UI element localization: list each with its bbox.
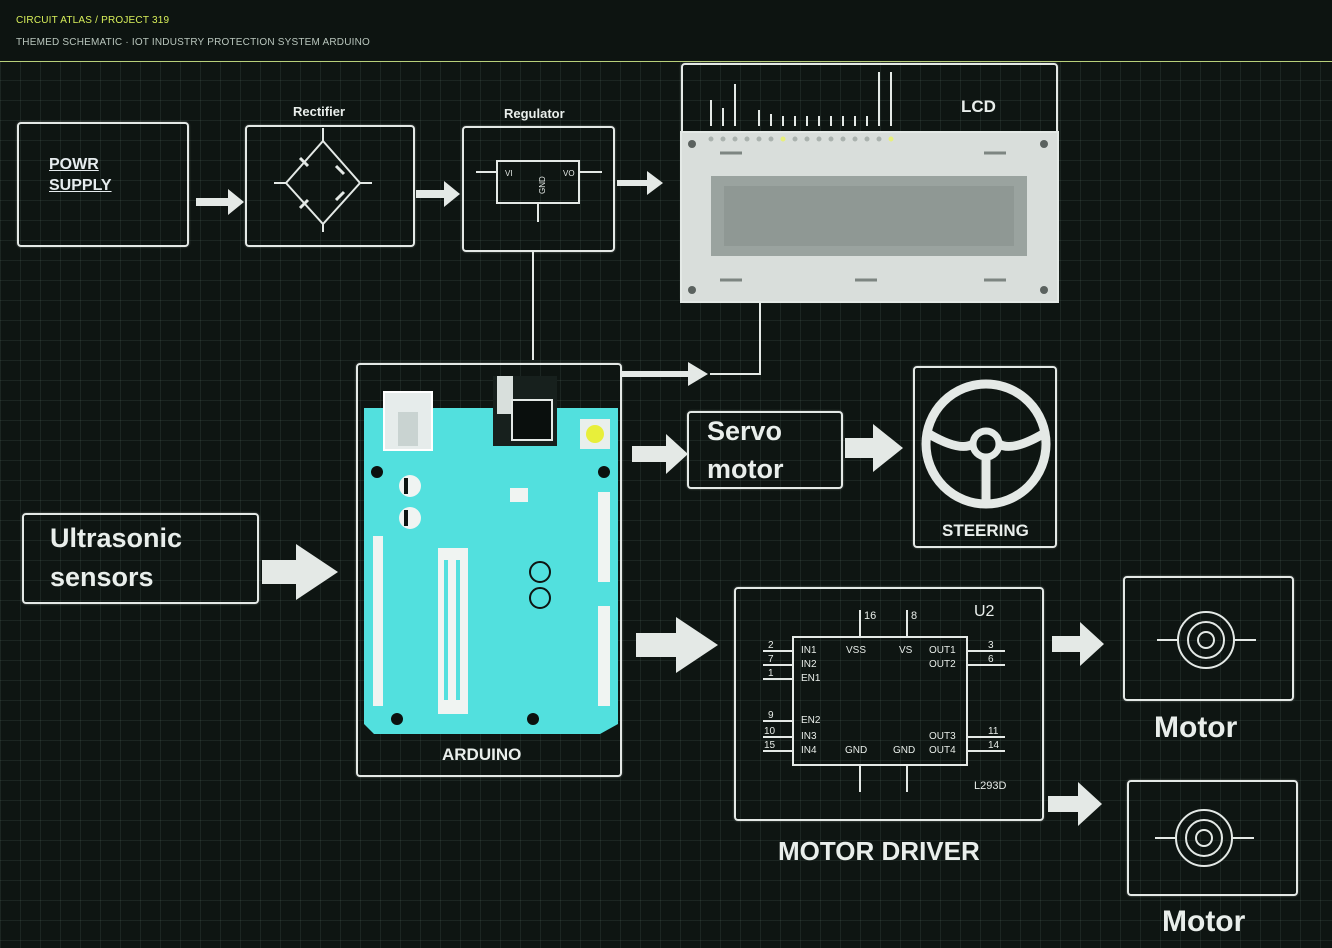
regulator-ic-icon — [476, 160, 602, 222]
ic-right-label-out4: OUT4 — [929, 745, 956, 756]
motor-driver-label: MOTOR DRIVER — [778, 836, 980, 866]
arrow-ultrasonic-to-arduino — [262, 544, 338, 600]
motor-driver-block[interactable] — [734, 587, 1044, 821]
ic-left-num-1: 1 — [768, 668, 774, 679]
breadcrumb[interactable]: CIRCUIT ATLAS / PROJECT 319 — [16, 15, 170, 26]
steering-block[interactable] — [913, 366, 1057, 548]
regulator-block[interactable] — [462, 126, 615, 252]
arduino-block[interactable] — [356, 363, 622, 777]
arduino-label: ARDUINO — [442, 745, 522, 764]
arrow-rectifier-to-regulator — [416, 181, 460, 207]
ic-left-num-9: 9 — [768, 710, 774, 721]
svg-text:VI: VI — [505, 169, 513, 178]
ic-left-num-2: 2 — [768, 640, 774, 651]
steering-label: STEERING — [942, 521, 1029, 540]
ic-left-label-in3: IN3 — [801, 731, 817, 742]
motor-1-label: Motor — [1154, 711, 1238, 744]
motor-2-label: Motor — [1162, 905, 1246, 938]
ic-part: L293D — [974, 780, 1007, 792]
arrow-psu-to-rectifier — [196, 189, 244, 215]
ic-inner-gnd-1: GND — [845, 745, 868, 756]
ic-left-label-en2: EN2 — [801, 715, 821, 726]
ic-right-num-11: 11 — [988, 726, 999, 737]
ic-left-label-en1: EN1 — [801, 673, 821, 684]
arduino-board-icon — [364, 376, 618, 734]
arrow-driver-to-motor1 — [1052, 622, 1104, 666]
ic-right-label-out2: OUT2 — [929, 659, 956, 670]
arrow-arduino-to-driver — [636, 617, 718, 673]
ic-right-num-3: 3 — [988, 640, 994, 651]
lcd-to-arduino-wire — [710, 302, 761, 375]
page-subtitle: THEMED SCHEMATIC · IOT INDUSTRY PROTECTI… — [16, 37, 371, 48]
ultrasonic-sensors-block[interactable] — [22, 513, 259, 604]
ic-right-num-6: 6 — [988, 654, 994, 665]
ic-right-label-out3: OUT3 — [929, 731, 956, 742]
arrow-arduino-to-servo — [632, 434, 688, 474]
ic-pin-top-8: 8 — [911, 610, 918, 622]
servo-motor-label: Servo motor — [707, 416, 784, 484]
arrow-servo-to-steering — [845, 424, 903, 472]
ic-left-num-7: 7 — [768, 654, 774, 665]
ultrasonic-sensors-label: Ultrasonic sensors — [50, 523, 183, 592]
ic-left-label-in4: IN4 — [801, 745, 817, 756]
ic-inner-vss: VSS — [846, 645, 867, 656]
l293d-ic-icon — [763, 610, 1005, 792]
rectifier-label: Rectifier — [293, 104, 346, 119]
lcd-label: LCD — [961, 97, 996, 116]
bridge-rectifier-icon — [274, 128, 372, 232]
ic-left-num-15: 15 — [764, 740, 776, 751]
arrow-driver-to-motor2 — [1048, 782, 1102, 826]
ic-inner-vs: VS — [899, 645, 913, 656]
motor-1-block[interactable] — [1123, 576, 1294, 701]
ic-left-label-in1: IN1 — [801, 645, 817, 656]
ic-left-label-in2: IN2 — [801, 659, 817, 670]
power-supply-label: POWR SUPPLY — [49, 156, 112, 194]
ic-pin-top-16: 16 — [864, 610, 877, 622]
svg-text:VO: VO — [563, 169, 575, 178]
rectifier-block[interactable] — [245, 125, 415, 247]
arrow-regulator-to-lcd — [617, 171, 663, 195]
ic-inner-gnd-2: GND — [893, 745, 916, 756]
arrow-to-lcd-line — [622, 362, 708, 386]
ic-right-label-out1: OUT1 — [929, 645, 956, 656]
ic-right-num-14: 14 — [988, 740, 1000, 751]
svg-text:GND: GND — [538, 176, 547, 194]
motor-2-icon — [1155, 809, 1254, 867]
motor-1-icon — [1157, 611, 1256, 669]
steering-wheel-icon — [921, 379, 1051, 509]
header: CIRCUIT ATLAS / PROJECT 319 THEMED SCHEM… — [0, 0, 1332, 62]
ic-ref: U2 — [974, 603, 995, 620]
motor-2-block[interactable] — [1127, 780, 1298, 896]
ic-left-num-10: 10 — [764, 726, 776, 737]
servo-motor-block[interactable] — [687, 411, 843, 489]
power-supply-block[interactable] — [17, 122, 189, 247]
regulator-label: Regulator — [504, 106, 565, 121]
lcd-module-icon — [680, 72, 1059, 303]
